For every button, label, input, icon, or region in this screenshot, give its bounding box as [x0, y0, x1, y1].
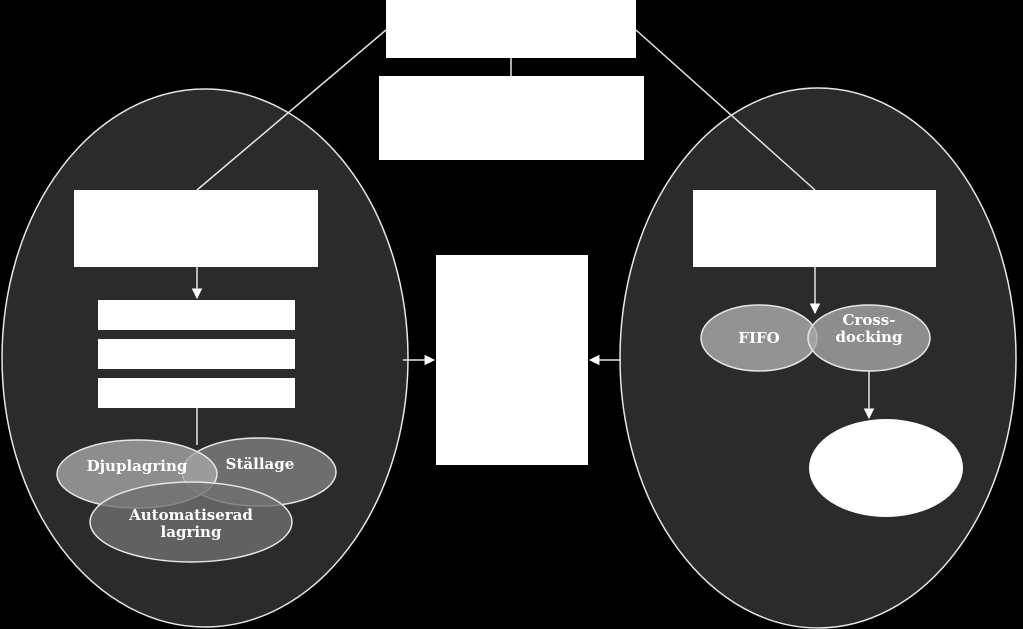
label-docking: docking	[835, 328, 903, 346]
label-cross: Cross-	[843, 311, 896, 329]
venn-auto-ellipse	[89, 481, 293, 563]
label-stallage: Ställage	[226, 455, 295, 473]
center-box	[436, 255, 588, 465]
label-automatiserad: Automatiserad	[128, 506, 253, 524]
center-top-box	[379, 76, 644, 160]
right-header-box	[693, 190, 936, 267]
right-panel-ellipse	[619, 87, 1017, 629]
result-ellipse	[809, 419, 963, 517]
top-box	[386, 0, 636, 58]
left-bar-2	[98, 339, 295, 369]
connector-top-left	[196, 29, 387, 191]
connector-top-right	[635, 29, 816, 191]
label-fifo: FIFO	[738, 329, 779, 347]
label-lagring: lagring	[161, 523, 222, 541]
left-bar-1	[98, 300, 295, 330]
left-bar-3	[98, 378, 295, 408]
left-header-box	[74, 190, 318, 267]
label-djuplagring: Djuplagring	[87, 457, 188, 475]
